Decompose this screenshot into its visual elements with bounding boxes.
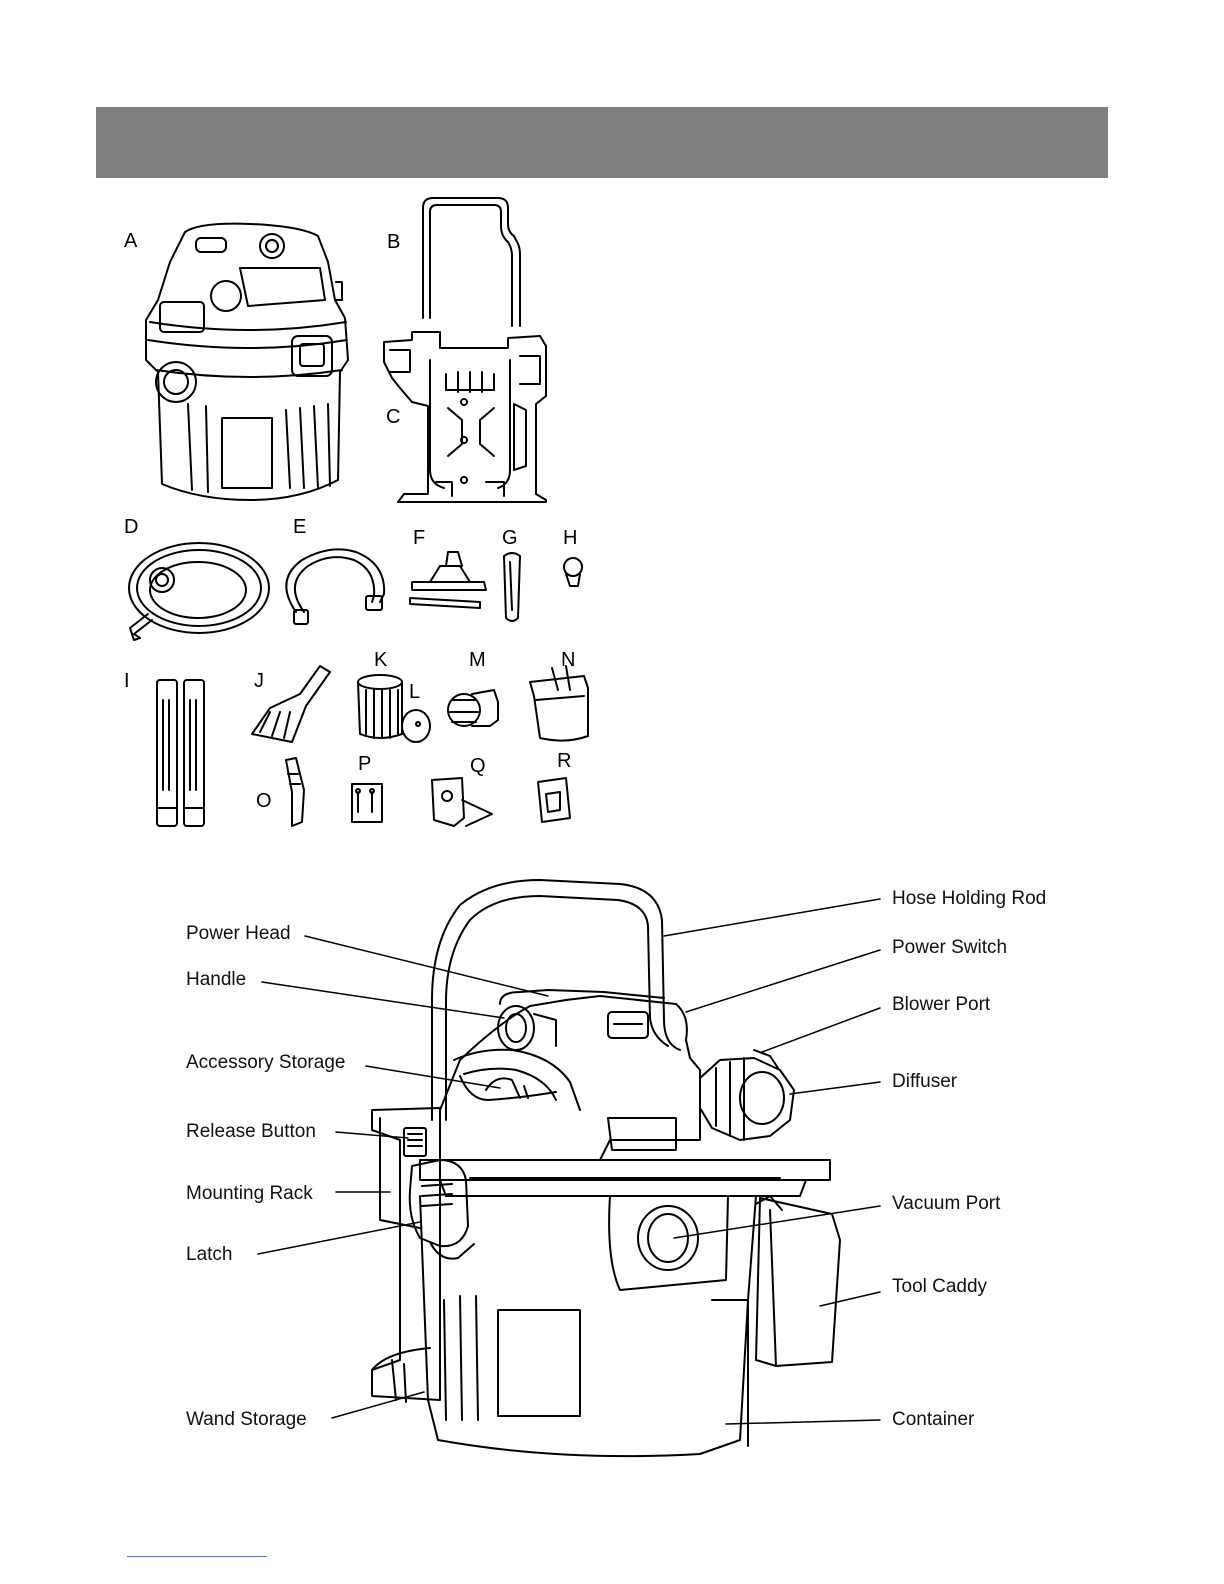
callout-container: Container	[892, 1410, 974, 1430]
callout-handle: Handle	[186, 970, 246, 990]
callout-power-head: Power Head	[186, 924, 291, 944]
callout-wand-storage: Wand Storage	[186, 1410, 307, 1430]
callout-power-switch: Power Switch	[892, 938, 1007, 958]
callout-blower-port: Blower Port	[892, 995, 990, 1015]
callout-hose-holding-rod: Hose Holding Rod	[892, 889, 1046, 909]
callout-release-button: Release Button	[186, 1122, 316, 1142]
callout-mounting-rack: Mounting Rack	[186, 1184, 313, 1204]
callout-leaders	[258, 899, 880, 1424]
footer-rule	[127, 1556, 267, 1557]
assembly-vacuum-illustration	[372, 880, 840, 1456]
callout-vacuum-port: Vacuum Port	[892, 1194, 1000, 1214]
callout-diffuser: Diffuser	[892, 1072, 957, 1092]
callout-latch: Latch	[186, 1245, 232, 1265]
callout-tool-caddy: Tool Caddy	[892, 1277, 987, 1297]
callout-accessory-storage: Accessory Storage	[186, 1053, 345, 1073]
